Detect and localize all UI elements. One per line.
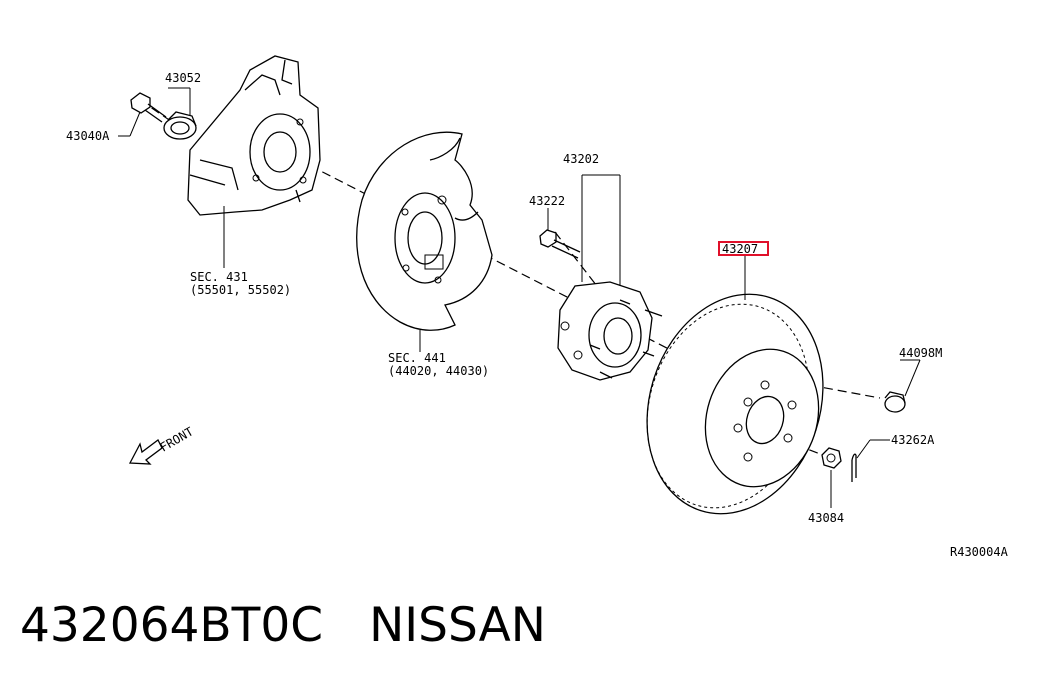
label-sec-431-sub: (55501, 55502): [190, 283, 291, 297]
knuckle-sec-431: [187, 55, 321, 216]
label-43084: 43084: [808, 511, 844, 525]
diagram-reference-code: R430004A: [950, 545, 1009, 559]
pin-43262a: [851, 453, 857, 482]
sensor-43052: [163, 111, 197, 140]
label-sec-441-sub: (44020, 44030): [388, 364, 489, 378]
label-43262a: 43262A: [891, 433, 935, 447]
label-43202: 43202: [563, 152, 599, 166]
brake-disc-rotor: [646, 293, 824, 515]
label-sec-431: SEC. 431: [190, 270, 248, 284]
leader-lines: [118, 87, 921, 508]
label-44098m: 44098M: [899, 346, 942, 360]
label-highlighted-part: 43207: [722, 242, 758, 256]
label-43052: 43052: [165, 71, 201, 85]
caption: 432064BT0C NISSAN: [20, 598, 592, 653]
label-43222: 43222: [529, 194, 565, 208]
nut-43084: [821, 447, 842, 469]
label-43040a: 43040A: [66, 129, 110, 143]
bolt-43040a: [130, 92, 167, 123]
label-front: FRONT: [158, 424, 196, 454]
cap-44098m: [884, 391, 906, 413]
highlight-box: [718, 241, 769, 256]
backing-plate-sec-441: [356, 131, 493, 331]
brand-name: NISSAN: [369, 598, 546, 653]
part-number: 432064BT0C: [20, 598, 324, 653]
bolt-43222: [539, 229, 581, 259]
label-sec-441: SEC. 441: [388, 351, 446, 365]
hub-assembly-43202: [557, 281, 663, 381]
front-arrow-icon: [128, 439, 163, 465]
